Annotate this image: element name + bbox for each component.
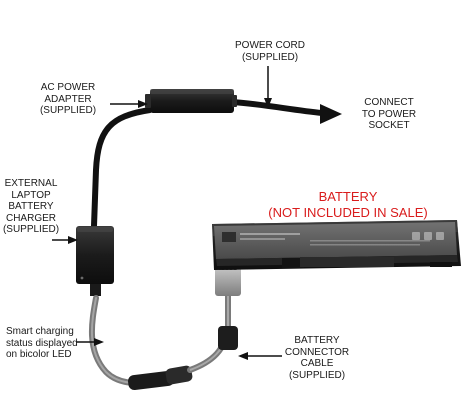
power-cord-label-line-1: POWER CORD <box>235 40 305 51</box>
battery-title-line-1: BATTERY <box>318 189 378 204</box>
ac-adapter-label-line-2: ADAPTER <box>44 93 92 105</box>
smart-label-line-3: on bicolor LED <box>6 349 72 360</box>
connect-to-socket-label: CONNECT TO POWER SOCKET <box>350 97 428 132</box>
connector-label-line-1: BATTERY <box>294 335 340 346</box>
charger-label-line-3: BATTERY <box>8 201 54 212</box>
power-cord-arrow <box>320 104 342 124</box>
barrel-plug <box>128 365 193 391</box>
power-cord <box>229 99 325 116</box>
connect-label-line-2: TO POWER <box>361 108 417 120</box>
charger-label-line-5: (SUPPLIED) <box>2 224 60 235</box>
charger-led <box>80 276 84 280</box>
battery-title-label: BATTERY (NOT INCLUDED IN SALE) <box>258 189 438 221</box>
power-cord-label: POWER CORD (SUPPLIED) <box>230 40 310 63</box>
smart-charging-label: Smart charging status displayed on bicol… <box>6 326 86 361</box>
connect-label-line-1: CONNECT <box>364 97 414 108</box>
connector-label-line-4: (SUPPLIED) <box>288 369 346 381</box>
smart-label-line-1: Smart charging <box>6 326 74 337</box>
battery-label-plate <box>214 222 457 259</box>
charger-label-line-1: EXTERNAL <box>4 178 58 189</box>
external-charger-label: EXTERNAL LAPTOP BATTERY CHARGER (SUPPLIE… <box>0 178 62 236</box>
smart-label-line-2: status displayed <box>6 337 78 349</box>
ac-adapter-label-line-3: (SUPPLIED) <box>39 105 97 116</box>
connector-label-line-3: CABLE <box>300 358 334 369</box>
external-charger <box>76 226 114 296</box>
charger-label-line-2: LAPTOP <box>11 189 51 201</box>
connector-label-line-2: CONNECTOR <box>284 346 350 358</box>
power-cord-label-line-2: (SUPPLIED) <box>241 51 299 63</box>
adapter-output-cable <box>91 107 153 229</box>
ac-adapter-label-line-1: AC POWER <box>40 82 96 93</box>
battery-title-line-2: (NOT INCLUDED IN SALE) <box>268 205 428 220</box>
ac-adapter <box>145 89 237 113</box>
connector-cable-label: BATTERY CONNECTOR CABLE (SUPPLIED) <box>282 335 352 381</box>
connect-label-line-3: SOCKET <box>368 120 410 131</box>
laptop-battery <box>212 220 461 270</box>
ac-adapter-label: AC POWER ADAPTER (SUPPLIED) <box>28 82 108 117</box>
charger-label-line-4: CHARGER <box>5 212 56 224</box>
ferrite-choke <box>218 326 238 350</box>
